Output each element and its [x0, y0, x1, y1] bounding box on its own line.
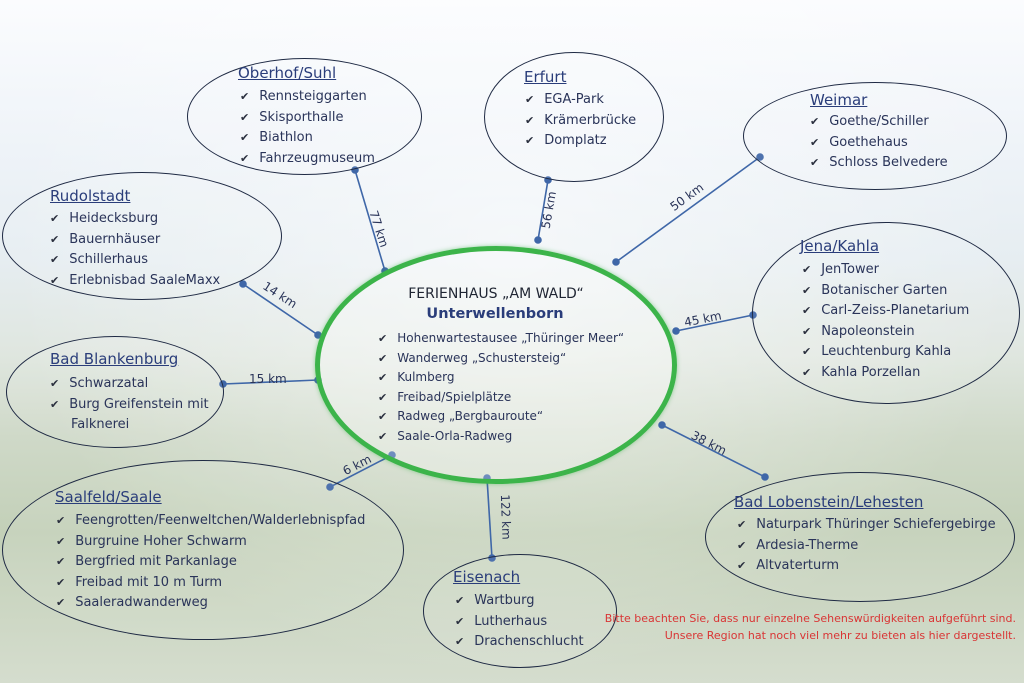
- list-item: Drachenschlucht: [455, 632, 583, 653]
- list-item: Hohenwartestausee „Thüringer Meer“: [378, 329, 624, 349]
- list-item: Leuchtenburg Kahla: [802, 342, 969, 363]
- list-item: Falknerei: [71, 417, 130, 432]
- connector-weimar: [615, 156, 761, 263]
- list-weimar: Goethe/Schiller Goethehaus Schloss Belve…: [810, 112, 948, 174]
- list-erfurt: EGA-Park Krämerbrücke Domplatz: [525, 90, 636, 152]
- list-item: Rennsteiggarten: [240, 87, 375, 108]
- list-item: Burgruine Hoher Schwarm: [56, 532, 365, 553]
- list-item: Schwarzatal: [50, 374, 209, 395]
- list-item: Kulmberg: [378, 368, 624, 388]
- list-item: Altvaterturm: [737, 556, 996, 577]
- list-item: Radweg „Bergbauroute“: [378, 407, 624, 427]
- list-item: Ardesia-Therme: [737, 536, 996, 557]
- title-lobenstein: Bad Lobenstein/Lehesten: [734, 493, 924, 511]
- footnote-line-2: Unsere Region hat noch viel mehr zu biet…: [664, 629, 1016, 642]
- list-eisenach: Wartburg Lutherhaus Drachenschlucht: [455, 591, 584, 653]
- list-item: Skisporthalle: [240, 108, 375, 129]
- list-oberhof: Rennsteiggarten Skisporthalle Biathlon F…: [240, 87, 375, 169]
- footnote-line-1: Bitte beachten Sie, dass nur einzelne Se…: [604, 612, 1016, 625]
- list-item: Schillerhaus: [50, 250, 220, 271]
- list-item: Bauernhäuser: [50, 230, 220, 251]
- title-jena: Jena/Kahla: [800, 237, 880, 255]
- list-item: Freibad/Spielplätze: [378, 388, 624, 408]
- list-item: Saale-Orla-Radweg: [378, 427, 624, 447]
- list-item: Naturpark Thüringer Schiefergebirge: [737, 515, 995, 536]
- connector-blankenburg: [222, 379, 319, 385]
- connector-lobenstein: [661, 424, 766, 478]
- list-item: Goethehaus: [810, 133, 948, 154]
- list-item: Wanderweg „Schustersteig“: [378, 349, 624, 369]
- list-item: Schloss Belvedere: [810, 153, 947, 174]
- distance-blankenburg: 15 km: [249, 372, 287, 386]
- list-item: JenTower: [802, 260, 969, 281]
- list-item: EGA-Park: [525, 90, 636, 111]
- connector-rudolstadt: [242, 283, 319, 336]
- list-item: Saaleradwanderweg: [56, 593, 365, 614]
- title-erfurt: Erfurt: [524, 68, 567, 86]
- list-item: Botanischer Garten: [802, 281, 969, 302]
- list-item: Fahrzeugmuseum: [240, 149, 375, 170]
- list-item: Goethe/Schiller: [810, 112, 948, 133]
- list-item: Feengrotten/Feenweltchen/Walderlebnispfa…: [56, 511, 365, 532]
- connector-saalfeld: [329, 454, 393, 488]
- list-item: Biathlon: [240, 128, 375, 149]
- list-rudolstadt: Heidecksburg Bauernhäuser Schillerhaus E…: [50, 209, 220, 291]
- connector-eisenach: [486, 477, 493, 559]
- list-item: Erlebnisbad SaaleMaxx: [50, 271, 220, 292]
- list-item: Freibad mit 10 m Turm: [56, 573, 365, 594]
- list-item: Wartburg: [455, 591, 584, 612]
- title-oberhof: Oberhof/Suhl: [238, 64, 337, 82]
- list-item: Domplatz: [525, 131, 636, 152]
- list-item: Bergfried mit Parkanlage: [56, 552, 365, 573]
- title-eisenach: Eisenach: [453, 568, 521, 586]
- footnote: Bitte beachten Sie, dass nur einzelne Se…: [605, 610, 1016, 644]
- list-lobenstein: Naturpark Thüringer Schiefergebirge Arde…: [737, 515, 996, 577]
- list-jena: JenTower Botanischer Garten Carl-Zeiss-P…: [802, 260, 969, 383]
- connector-erfurt: [537, 179, 549, 241]
- connector-oberhof: [354, 169, 386, 272]
- title-saalfeld: Saalfeld/Saale: [55, 488, 162, 506]
- list-center: Hohenwartestausee „Thüringer Meer“ Wande…: [378, 329, 624, 446]
- distance-eisenach: 122 km: [497, 494, 514, 540]
- list-saalfeld: Feengrotten/Feenweltchen/Walderlebnispfa…: [56, 511, 365, 614]
- center-title: FERIENHAUS „AM WALD“: [408, 286, 584, 302]
- title-weimar: Weimar: [810, 91, 868, 109]
- list-item: Carl-Zeiss-Planetarium: [802, 301, 969, 322]
- list-blankenburg: Schwarzatal Burg Greifenstein mit Falkne…: [50, 374, 209, 436]
- title-blankenburg: Bad Blankenburg: [50, 350, 179, 368]
- list-item: Heidecksburg: [50, 209, 220, 230]
- list-item: Lutherhaus: [455, 612, 584, 633]
- connector-jena: [675, 314, 754, 332]
- list-item: Krämerbrücke: [525, 111, 636, 132]
- center-subtitle: Unterwellenborn: [426, 306, 564, 322]
- list-item: Burg Greifenstein mit: [50, 395, 208, 416]
- list-item: Napoleonstein: [802, 322, 969, 343]
- list-item: Kahla Porzellan: [802, 363, 969, 384]
- title-rudolstadt: Rudolstadt: [50, 187, 131, 205]
